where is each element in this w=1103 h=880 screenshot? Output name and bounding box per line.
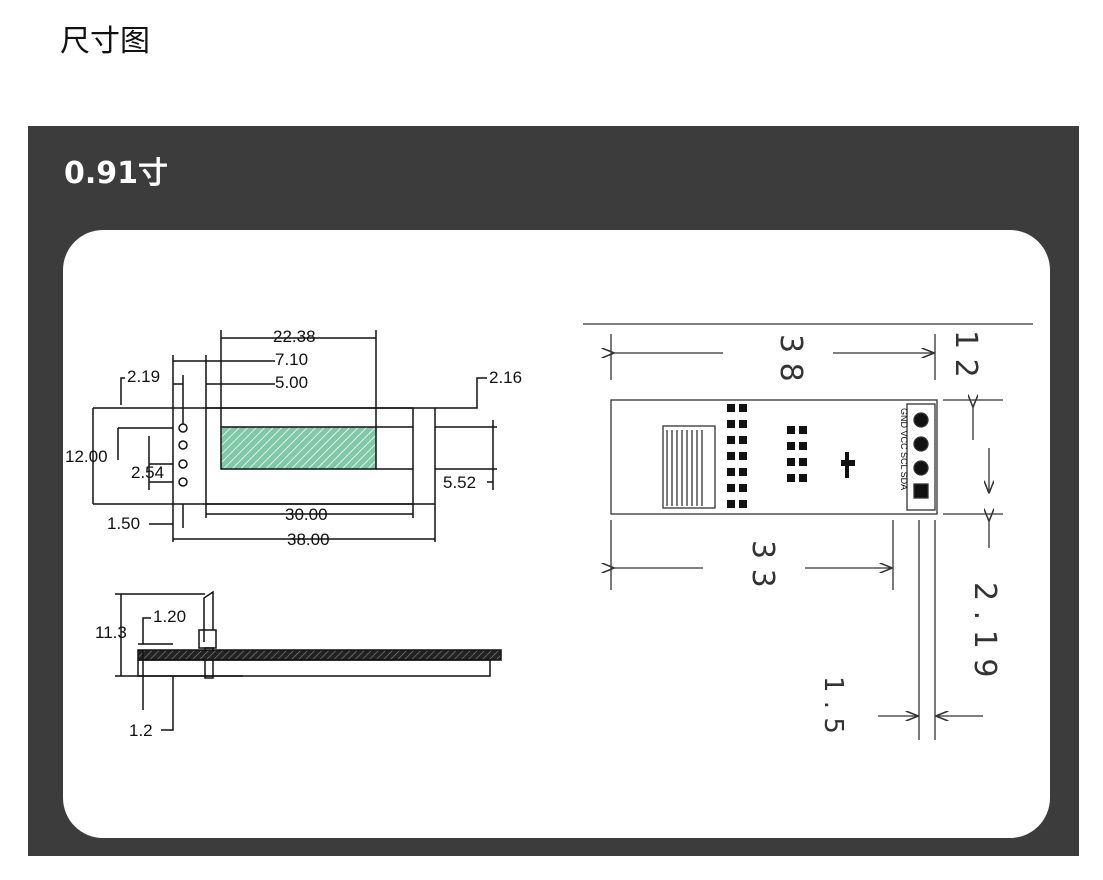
dim-2-19: 2.19 <box>127 367 160 386</box>
dim-38-00: 38.00 <box>287 530 330 549</box>
dim-2-19: 2 . 1 9 <box>967 582 1002 677</box>
pin-scl <box>913 436 929 452</box>
back-view-labels: 3 8 1 2 3 3 2 . 1 9 1 . 5 GND VCC SCL SD… <box>745 330 1002 734</box>
pin-hole <box>178 459 188 469</box>
dim-1-20: 1.20 <box>153 607 186 626</box>
component-grid <box>727 404 855 508</box>
dim-1-2: 1.2 <box>129 721 153 740</box>
dim-1-50: 1.50 <box>107 514 140 533</box>
dim-1-5: 1 . 5 <box>818 676 848 734</box>
dim-5-00: 5.00 <box>275 373 308 392</box>
pin-gnd <box>913 483 929 499</box>
dim-12-00: 12.00 <box>65 447 108 466</box>
dim-38: 3 8 <box>773 334 808 382</box>
side-view-labels: 11.3 1.20 1.2 <box>95 607 186 740</box>
dim-2-54: 2.54 <box>131 463 164 482</box>
pin-hole <box>178 477 188 487</box>
front-view-labels: 22.38 7.10 5.00 2.19 2.16 12.00 2.54 5.5… <box>65 327 522 549</box>
panel-title: 0.91寸 <box>64 156 169 191</box>
dimension-drawing: 22.38 7.10 5.00 2.19 2.16 12.00 2.54 5.5… <box>65 323 1033 740</box>
dim-7-10: 7.10 <box>275 350 308 369</box>
dim-12: 1 2 <box>948 330 983 378</box>
glass-outline <box>205 407 414 505</box>
display-active-area <box>220 426 377 470</box>
dim-5-52: 5.52 <box>443 473 476 492</box>
dim-33: 3 3 <box>745 540 780 588</box>
pin-hole <box>178 440 188 450</box>
back-view <box>583 323 1033 740</box>
dim-22-38: 22.38 <box>273 327 316 346</box>
pin-labels: GND VCC SCL SDA <box>899 408 909 490</box>
dim-30-00: 30.00 <box>285 505 328 524</box>
page-title: 尺寸图 <box>60 24 150 59</box>
pin-vcc <box>913 460 929 476</box>
pin-sda <box>913 412 929 428</box>
pin-hole <box>178 423 188 433</box>
dim-2-16: 2.16 <box>489 368 522 387</box>
dimension-panel: 0.91寸 <box>28 126 1079 856</box>
dim-11-3: 11.3 <box>95 623 127 642</box>
dimension-drawing-card: 22.38 7.10 5.00 2.19 2.16 12.00 2.54 5.5… <box>63 230 1050 838</box>
fpc-stripes <box>666 430 703 506</box>
front-view <box>92 330 497 542</box>
side-view <box>115 590 502 731</box>
